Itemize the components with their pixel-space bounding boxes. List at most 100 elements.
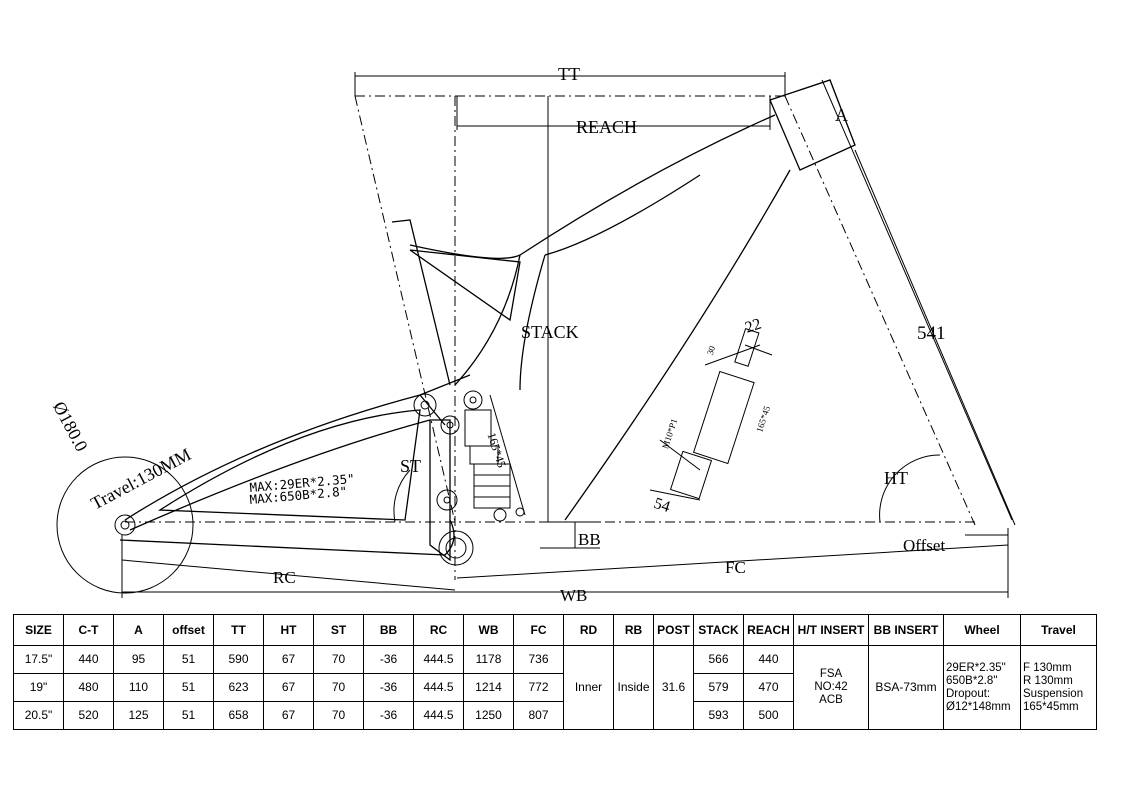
- col-rc: RC: [413, 614, 464, 646]
- col-post: POST: [653, 614, 694, 646]
- cell-rc: 444.5: [413, 701, 464, 730]
- col-ct: C-T: [63, 614, 114, 646]
- table-row: 20.5" 520 125 51 658 67 70 -36 444.5 125…: [13, 701, 1097, 730]
- fc-label: FC: [725, 558, 746, 577]
- cell-rc: 444.5: [413, 673, 464, 702]
- cell-offset: 51: [163, 701, 214, 730]
- st-angle-arc: [393, 469, 411, 523]
- ht-angle-arc: [879, 454, 941, 523]
- cell-wb: 1250: [463, 701, 514, 730]
- cell-reach: 470: [743, 673, 794, 702]
- cell-rc: 444.5: [413, 645, 464, 674]
- cell-size: 20.5": [13, 701, 64, 730]
- cell-ht-insert: FSA NO:42 ACB: [793, 645, 869, 730]
- cell-fc: 772: [513, 673, 564, 702]
- wheel-line: Ø12*148mm: [946, 700, 1011, 713]
- wheel-line: Dropout:: [946, 687, 991, 700]
- col-offset: offset: [163, 614, 214, 646]
- cell-ct: 520: [63, 701, 114, 730]
- col-bb: BB: [363, 614, 414, 646]
- cell-bb-insert: BSA-73mm: [868, 645, 944, 730]
- shock-length-dimension: [489, 394, 526, 516]
- reach-label: REACH: [576, 117, 637, 137]
- cell-a: 125: [113, 701, 164, 730]
- col-wb: WB: [463, 614, 514, 646]
- rc-label: RC: [273, 568, 296, 587]
- table-row: 19" 480 110 51 623 67 70 -36 444.5 1214 …: [13, 673, 1097, 702]
- col-wheel: Wheel: [943, 614, 1021, 646]
- head-axis-line: [784, 95, 976, 526]
- rear-wheel-outline: [56, 456, 194, 594]
- fc-dimension: [456, 544, 1009, 579]
- col-st: ST: [313, 614, 364, 646]
- col-rd: RD: [563, 614, 614, 646]
- cell-rd: Inner: [563, 645, 614, 730]
- travel-line: F 130mm: [1023, 661, 1072, 674]
- frame-outline: [391, 79, 856, 521]
- ht-insert-line: FSA: [819, 668, 843, 680]
- cell-stack: 579: [693, 673, 744, 702]
- bb-label: BB: [578, 530, 601, 549]
- cell-ht: 67: [263, 645, 314, 674]
- cell-bb: -36: [363, 673, 414, 702]
- cell-stack: 593: [693, 701, 744, 730]
- cell-tt: 623: [213, 673, 264, 702]
- shock-thread-label: M10*P1: [660, 417, 679, 450]
- wheel-diameter-label: Ø180.0: [49, 398, 92, 455]
- cell-wb: 1214: [463, 673, 514, 702]
- seat-axis-line: [354, 95, 456, 523]
- cell-bb: -36: [363, 701, 414, 730]
- shock-detail: [649, 328, 773, 501]
- cell-wb: 1178: [463, 645, 514, 674]
- fork-length-label: 541: [917, 323, 946, 344]
- cell-stack: 566: [693, 645, 744, 674]
- wb-dimension: [121, 528, 1009, 598]
- cell-st: 70: [313, 701, 364, 730]
- wheel-line: 29ER*2.35": [946, 661, 1006, 674]
- cell-rb: Inside: [613, 645, 654, 730]
- cell-ct: 440: [63, 645, 114, 674]
- fork-length-dimension: [821, 79, 1016, 526]
- st-label: ST: [400, 456, 421, 476]
- a-label: A: [835, 105, 848, 125]
- col-rb: RB: [613, 614, 654, 646]
- cell-tt: 590: [213, 645, 264, 674]
- cell-ht: 67: [263, 673, 314, 702]
- cell-reach: 440: [743, 645, 794, 674]
- offset-label: Offset: [903, 536, 945, 555]
- cell-st: 70: [313, 673, 364, 702]
- cell-wheel: 29ER*2.35" 650B*2.8" Dropout: Ø12*148mm: [943, 645, 1021, 730]
- bb-drop-dimension: [540, 521, 600, 549]
- reach-dimension: [456, 96, 771, 130]
- cell-size: 17.5": [13, 645, 64, 674]
- col-fc: FC: [513, 614, 564, 646]
- pivot-points: [114, 393, 474, 566]
- cell-fc: 736: [513, 645, 564, 674]
- table-header-row: SIZE C-T A offset TT HT ST BB RC WB FC R…: [13, 614, 1097, 646]
- travel-line: 165*45mm: [1023, 700, 1079, 713]
- col-a: A: [113, 614, 164, 646]
- cell-a: 95: [113, 645, 164, 674]
- wheel-line: 650B*2.8": [946, 674, 998, 687]
- rear-shock: [463, 390, 525, 522]
- col-bb-insert: BB INSERT: [868, 614, 944, 646]
- cell-ct: 480: [63, 673, 114, 702]
- cell-post: 31.6: [653, 645, 694, 730]
- cell-tt: 658: [213, 701, 264, 730]
- shock-bottom-label: 54: [652, 495, 672, 516]
- shock-top-label: 22: [743, 316, 763, 337]
- wb-label: WB: [560, 586, 587, 605]
- shock-eye-label: 165*45: [754, 404, 772, 433]
- cell-a: 110: [113, 673, 164, 702]
- cell-fc: 807: [513, 701, 564, 730]
- shock-small-label: 30: [705, 344, 717, 356]
- rear-swingarm: [119, 394, 455, 562]
- travel-line: R 130mm: [1023, 674, 1073, 687]
- col-tt: TT: [213, 614, 264, 646]
- ht-label: HT: [884, 468, 908, 488]
- col-stack: STACK: [693, 614, 744, 646]
- cell-st: 70: [313, 645, 364, 674]
- travel-label: Travel:130MM: [87, 444, 194, 513]
- col-reach: REACH: [743, 614, 794, 646]
- tt-label: TT: [558, 64, 580, 84]
